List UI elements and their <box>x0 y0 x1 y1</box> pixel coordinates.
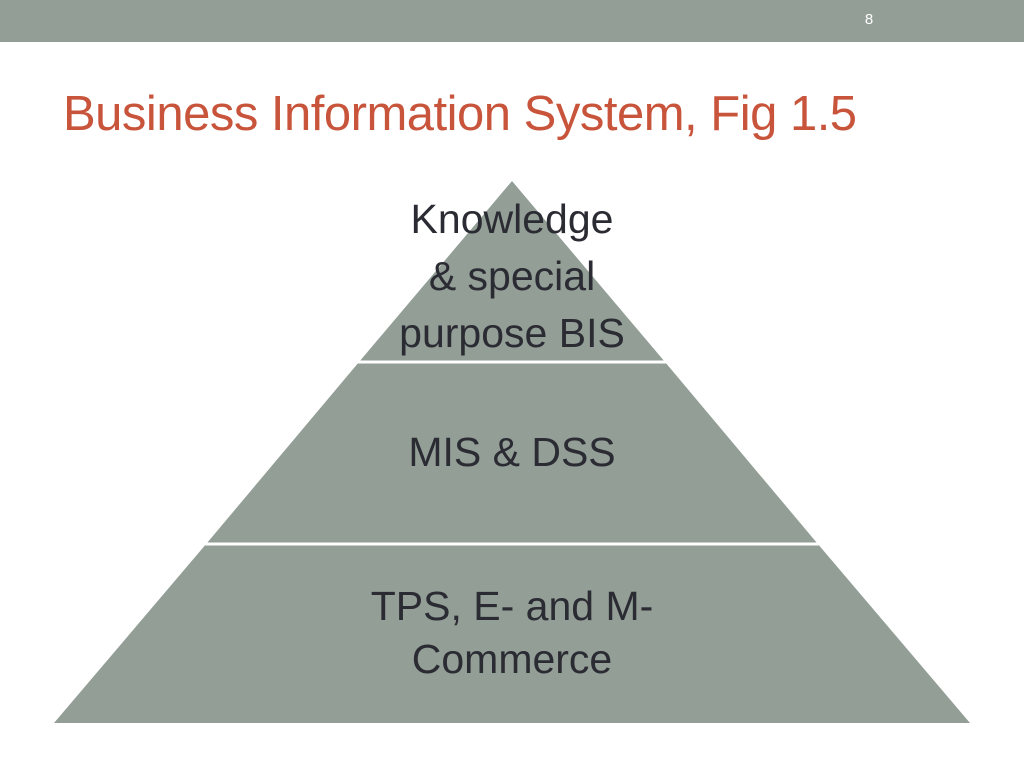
tier-bottom-line-2: Commerce <box>411 636 613 682</box>
tier-bottom-label: TPS, E- and M- Commerce <box>262 580 762 686</box>
tier-bottom-line-1: TPS, E- and M- <box>370 583 654 629</box>
tier-top-label: Knowledge & special purpose BIS <box>312 191 712 362</box>
tier-top-line-3: purpose BIS <box>399 310 625 356</box>
tier-top-line-2: & special <box>428 253 596 299</box>
header-bar: 8 <box>0 0 1024 42</box>
slide-number: 8 <box>864 11 874 28</box>
pyramid-tier-bottom <box>54 543 970 723</box>
tier-top-line-1: Knowledge <box>410 196 614 242</box>
tier-middle-label: MIS & DSS <box>312 426 712 479</box>
tier-middle-line-1: MIS & DSS <box>408 429 616 475</box>
pyramid-tier-top <box>359 181 665 362</box>
pyramid-tier-middle <box>207 362 817 543</box>
slide-title: Business Information System, Fig 1.5 <box>63 87 857 141</box>
